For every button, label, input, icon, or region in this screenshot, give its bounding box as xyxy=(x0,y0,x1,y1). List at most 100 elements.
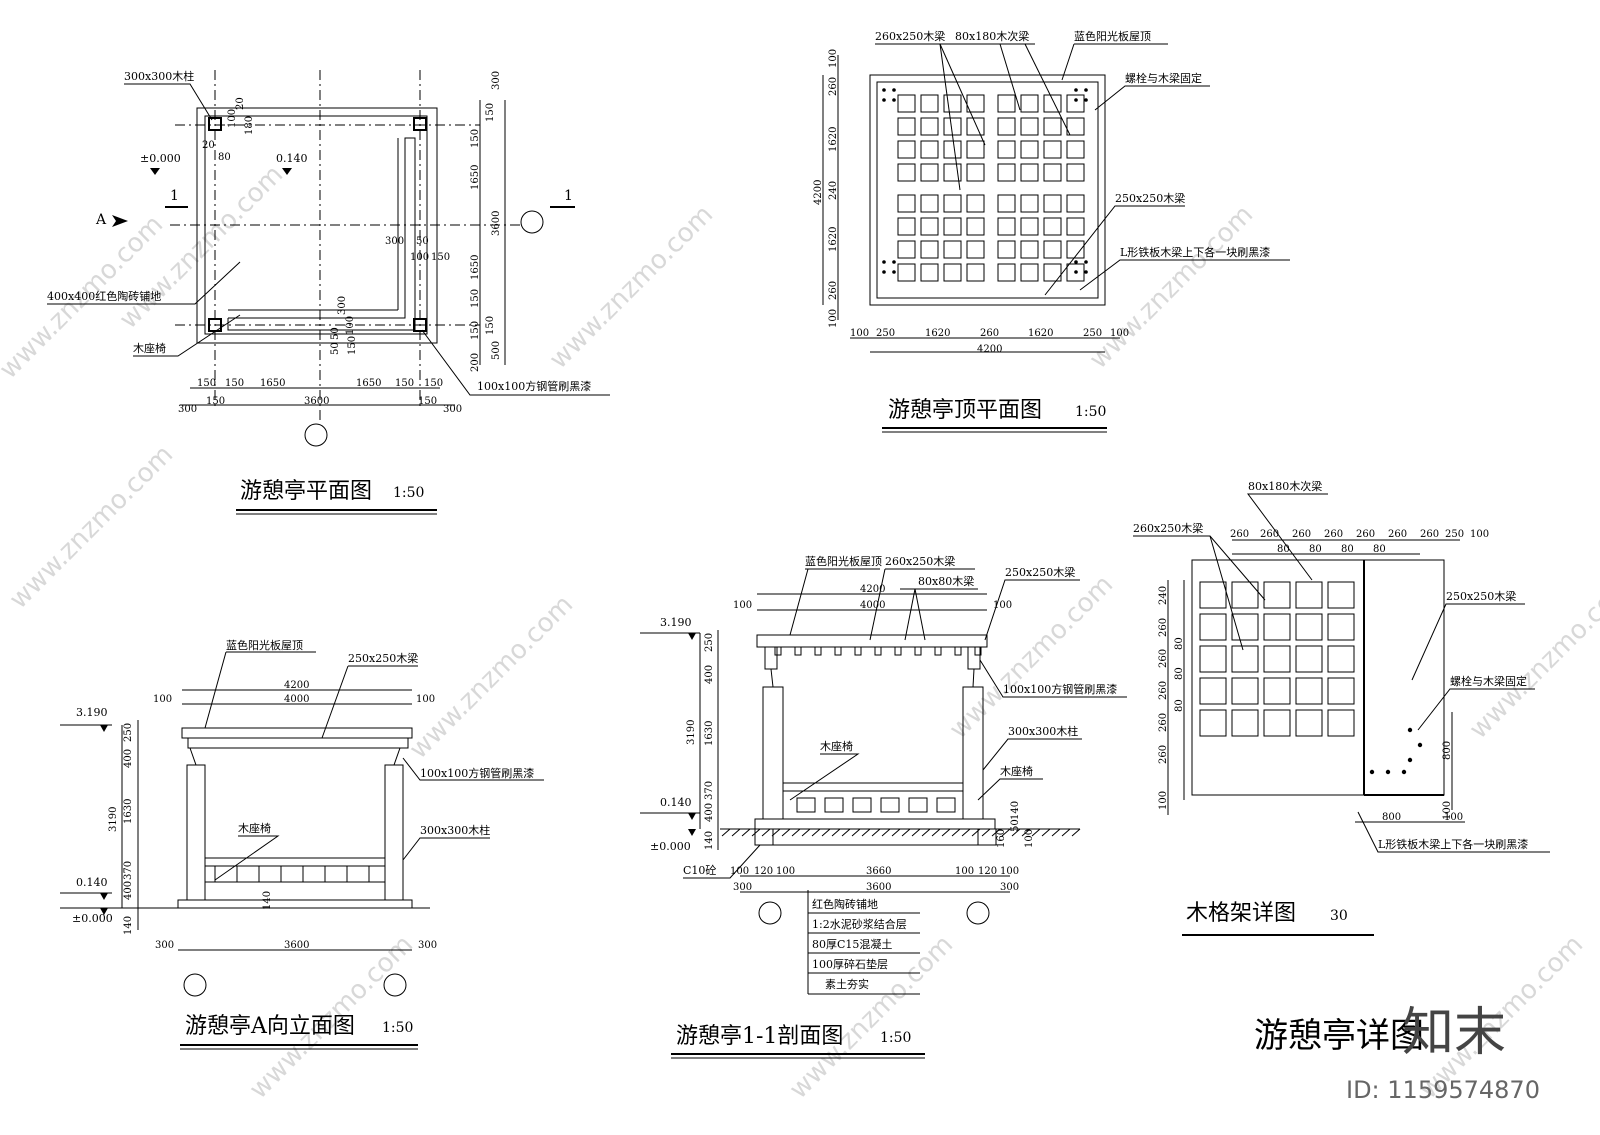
elev-axis-bubble-right xyxy=(383,973,407,997)
roof-dim-l-1: 260 xyxy=(828,77,839,96)
sec-joist xyxy=(814,646,822,656)
lattice-cell xyxy=(1295,581,1323,609)
roof-dim-b-1: 250 xyxy=(876,328,895,339)
roof-cell xyxy=(1043,194,1062,213)
plan-slab-inner xyxy=(204,115,428,335)
hatch-line xyxy=(801,828,811,837)
sec-dim-top-2: 100 xyxy=(733,600,752,611)
elev-dim-small: 140 xyxy=(262,891,273,910)
plan-dim-b2-1: 150 xyxy=(206,396,225,407)
roof-dim-l-2: 1620 xyxy=(828,127,839,152)
lattice-cell xyxy=(1263,709,1291,737)
id-label: ID: 1159574870 xyxy=(1346,1076,1540,1104)
lat-dim-t1-0: 260 xyxy=(1230,529,1249,540)
roof-cell xyxy=(1020,240,1039,259)
roof-bolt-label: 螺栓与木梁固定 xyxy=(1125,71,1202,85)
roof-cell xyxy=(897,140,916,159)
roof-cell xyxy=(1066,217,1085,236)
lattice-bolt xyxy=(1417,742,1423,748)
roof-cell xyxy=(966,140,985,159)
lat-beam260-label: 260x250木梁 xyxy=(1133,521,1203,535)
lat-dims-top-2: 80 80 80 80 xyxy=(1277,544,1386,555)
sec-level-0: ±0.000 xyxy=(650,840,691,853)
sec-roof xyxy=(756,634,988,648)
lattice-cell xyxy=(1263,613,1291,641)
hatch-line xyxy=(791,828,801,837)
roof-cell xyxy=(1043,94,1062,113)
level-marker-0 xyxy=(150,168,160,175)
lattice-cell xyxy=(1327,677,1355,705)
roof-cell xyxy=(943,240,962,259)
plan-dim-r-3: 1650 xyxy=(470,165,481,190)
sec-dim-b1-3: 3660 xyxy=(866,866,891,877)
hatch-line xyxy=(731,828,741,837)
plan-dim-s-5: 300 xyxy=(385,236,404,247)
sec-joist xyxy=(774,646,782,656)
lat-dim-l-5: 260 xyxy=(1158,681,1169,700)
roof-cell xyxy=(920,94,939,113)
elev-column-right xyxy=(384,764,404,901)
sec-layer-4: 素土夯实 xyxy=(825,977,869,991)
lattice-cell xyxy=(1327,581,1355,609)
elev-dim-l-4: 370 xyxy=(123,861,134,880)
roof-cell xyxy=(966,217,985,236)
elev-column-left xyxy=(186,764,206,901)
roof-dim-b-4: 1620 xyxy=(1028,328,1053,339)
hatch-line xyxy=(971,828,981,837)
sec-dim-l-6: 140 xyxy=(704,831,715,850)
roof-cell xyxy=(997,263,1016,282)
roof-bolt xyxy=(1074,260,1078,264)
sec-joist xyxy=(894,646,902,656)
roof-bolt xyxy=(1074,270,1078,274)
elev-column-label: 300x300木柱 xyxy=(420,823,490,837)
hatch-line xyxy=(961,828,971,837)
watermark-7: www.znzmo.com xyxy=(944,570,1119,745)
elev-dim-top-0: 4200 xyxy=(284,680,309,691)
roof-bolt xyxy=(892,98,896,102)
hatch-line xyxy=(1031,828,1041,837)
sec-joist xyxy=(794,646,802,656)
lattice-bolt xyxy=(1407,727,1413,733)
hatch-line xyxy=(931,828,941,837)
plan-paving-label: 400x400红色陶砖铺地 xyxy=(47,289,161,303)
plan-dim-r-8: 150 xyxy=(470,321,481,340)
lat-dim-b-1: 100 xyxy=(1444,812,1463,823)
roof-cell xyxy=(943,140,962,159)
sec-dim-top-1: 4000 xyxy=(860,600,885,611)
plan-dim-b1-3: 1650 xyxy=(356,378,381,389)
plan-dim-r-6: 150 xyxy=(470,289,481,308)
sec-joist xyxy=(934,646,942,656)
lat-dim-l-1: 260 xyxy=(1158,618,1169,637)
plan-dim-s-0: 20 xyxy=(235,97,246,110)
sec-dim-l-1: 400 xyxy=(704,665,715,684)
roof-plan-view: 260x250木梁 80x180木次梁 蓝色阳光板屋顶 螺栓与木梁固定 250x… xyxy=(813,29,1290,433)
sec-beam260-label: 260x250木梁 xyxy=(885,554,955,568)
sec-joist xyxy=(954,646,962,656)
plan-dim-s-13: 50 xyxy=(330,342,341,355)
roof-cell xyxy=(1020,163,1039,182)
lat-dim-r-1: 100 xyxy=(1442,801,1453,820)
sec-axis-bubble-right xyxy=(966,901,990,925)
roof-bolt xyxy=(892,88,896,92)
elev-base xyxy=(177,899,413,909)
lat-dims-left: 240 260 80 260 80 260 80 260 260 100 xyxy=(1158,586,1185,810)
lat-dim-t2-1: 80 xyxy=(1309,544,1322,555)
elev-dim-l-2: 3190 xyxy=(108,807,119,832)
lat-bolt-label: 螺栓与木梁固定 xyxy=(1450,674,1527,688)
lattice-cell xyxy=(1263,581,1291,609)
lat-dim-t1-2: 260 xyxy=(1292,529,1311,540)
hatch-line xyxy=(751,828,761,837)
sec-slat xyxy=(936,797,956,813)
hatch-line xyxy=(1041,828,1051,837)
roof-bolt xyxy=(892,270,896,274)
roof-cell xyxy=(1020,194,1039,213)
lattice-cell xyxy=(1199,613,1227,641)
roof-dim-total: 4200 xyxy=(977,344,1002,355)
elev-roof-slab xyxy=(181,727,413,739)
roof-cell xyxy=(1043,140,1062,159)
elev-dim-l-1: 400 xyxy=(123,749,134,768)
lattice-bolt xyxy=(1401,769,1407,775)
hatch-line xyxy=(941,828,951,837)
roof-dim-left-total: 4200 xyxy=(813,180,824,205)
roof-cell xyxy=(1066,194,1085,213)
